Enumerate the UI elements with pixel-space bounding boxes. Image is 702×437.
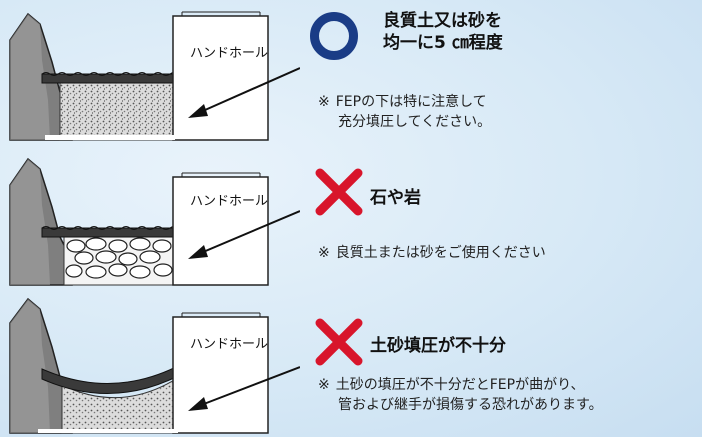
verdict-title: 良質土又は砂を 均一に5 ㎝程度 xyxy=(383,11,503,53)
pointer-arrow xyxy=(195,210,300,256)
handhole-illustration xyxy=(9,157,300,286)
ok-circle-icon xyxy=(310,12,358,60)
handhole-label: ハンドホール xyxy=(190,194,269,209)
panel-insufficient-compaction: ハンドホール 土砂填圧が不十分 ※土砂の填圧が不十分だとFEPが曲がり、 管およ… xyxy=(0,295,702,435)
pointer-arrow xyxy=(195,366,300,408)
ng-cross-icon xyxy=(315,168,363,216)
note: ※良質土または砂をご使用ください xyxy=(318,245,546,261)
note: ※FEPの下は特に注意して 充分填圧してください。 xyxy=(318,94,492,130)
verdict-title: 石や岩 xyxy=(370,188,421,208)
handhole-label: ハンドホール xyxy=(190,337,269,352)
handhole-illustration xyxy=(9,11,300,141)
gravel-fill xyxy=(59,81,179,141)
panel-good-backfill: ハンドホール 良質土又は砂を 均一に5 ㎝程度 ※FEPの下は特に注意して 充分… xyxy=(0,0,702,141)
handhole-illustration xyxy=(9,297,300,434)
pointer-arrow xyxy=(195,67,300,115)
ng-cross-icon xyxy=(315,318,363,366)
panel-stones-bad: ハンドホール 石や岩 ※良質土または砂をご使用ください xyxy=(0,145,702,286)
stones xyxy=(65,237,173,279)
note: ※土砂の填圧が不十分だとFEPが曲がり、 管および継手が損傷する恐れがあります。 xyxy=(318,377,603,413)
fep-pipe xyxy=(41,73,179,84)
handhole-box xyxy=(172,316,269,434)
fep-pipe xyxy=(41,227,179,238)
handhole-box xyxy=(172,15,269,141)
handhole-label: ハンドホール xyxy=(190,46,269,61)
verdict-title: 土砂填圧が不十分 xyxy=(370,336,506,356)
